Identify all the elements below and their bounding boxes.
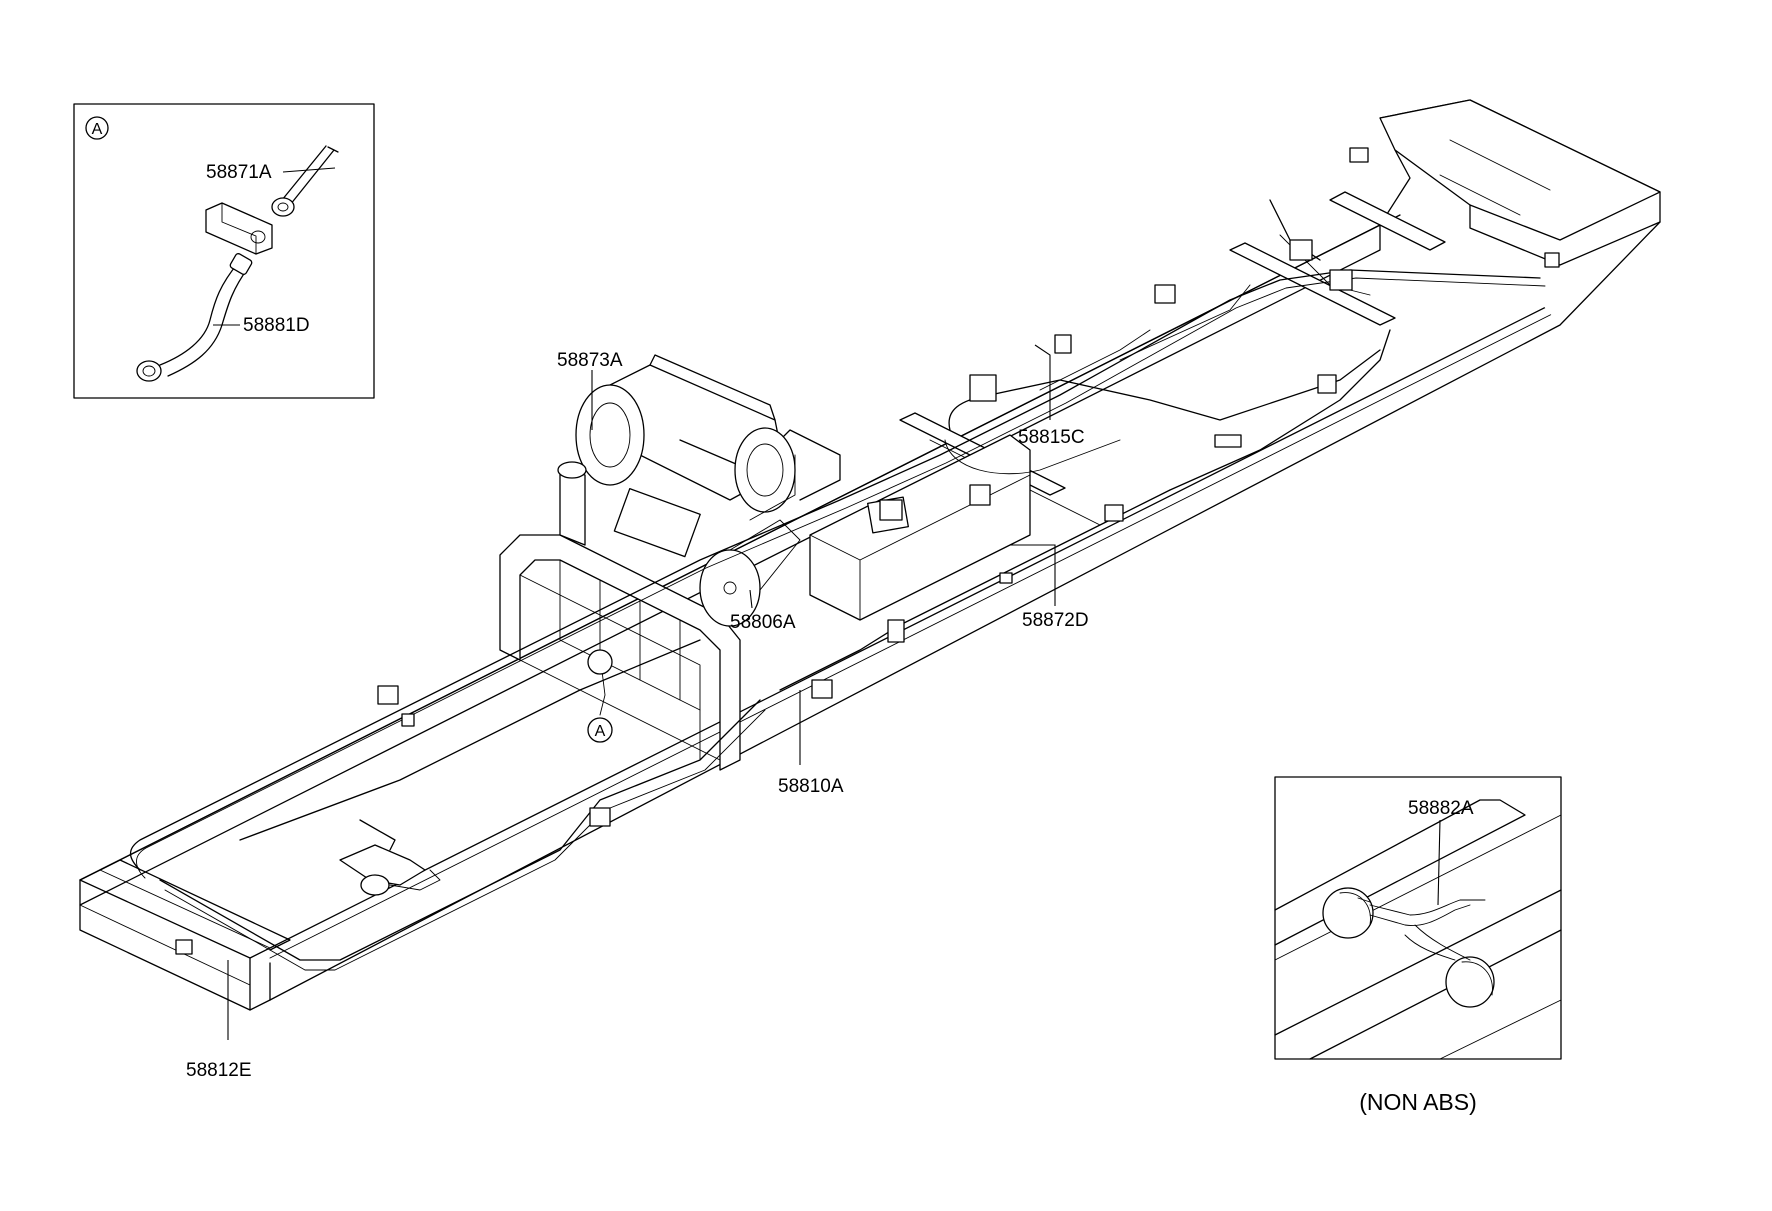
fitting-12 bbox=[1329, 269, 1353, 291]
inset-a-marker-letter: A bbox=[92, 121, 103, 138]
pipe-58871a-drawing bbox=[271, 145, 339, 217]
leader-58872d bbox=[1010, 544, 1056, 606]
label-58872d: 58872D bbox=[1022, 610, 1089, 631]
inset-detail-a: A 58871A 58881D bbox=[73, 103, 375, 399]
frame-a-marker-circle bbox=[587, 717, 613, 743]
pedal-assembly bbox=[339, 819, 441, 896]
inset-non-abs: 58882A bbox=[1274, 776, 1562, 1060]
inset-a-frame bbox=[73, 103, 375, 399]
inset-non-abs-frame bbox=[1274, 776, 1562, 1060]
fitting-11 bbox=[1289, 239, 1313, 261]
label-58815c: 58815C bbox=[1018, 427, 1085, 448]
frame-a-marker-letter: A bbox=[595, 723, 606, 740]
label-58812e: 58812E bbox=[186, 1060, 252, 1081]
frame-detail-a: A bbox=[587, 649, 613, 743]
fitting-10 bbox=[1154, 284, 1176, 304]
fitting-5 bbox=[887, 619, 905, 643]
leader-58806a bbox=[749, 589, 753, 609]
fitting-14 bbox=[1104, 504, 1124, 522]
air-tank-assembly bbox=[557, 354, 841, 627]
label-58882a: 58882A bbox=[1408, 798, 1474, 819]
fitting-7 bbox=[969, 484, 991, 506]
inset-a-marker-circle bbox=[85, 116, 109, 140]
label-58873a: 58873A bbox=[557, 350, 623, 371]
bracket-drawing bbox=[205, 202, 273, 255]
fitting-3 bbox=[589, 807, 611, 827]
label-58806a: 58806A bbox=[730, 612, 796, 633]
fitting-13 bbox=[1317, 374, 1337, 394]
label-58881d: 58881D bbox=[243, 315, 310, 336]
fitting-16 bbox=[1349, 147, 1369, 163]
cab-mount-arch bbox=[499, 534, 741, 771]
sensor-2 bbox=[1445, 956, 1495, 1008]
leader-58871a bbox=[282, 167, 336, 173]
fitting-2 bbox=[401, 713, 415, 727]
leader-58882a bbox=[1437, 819, 1441, 906]
fitting-15 bbox=[1544, 252, 1560, 268]
fitting-1 bbox=[377, 685, 399, 705]
fitting-9 bbox=[1054, 334, 1072, 354]
fitting-4 bbox=[811, 679, 833, 699]
non-abs-caption: (NON ABS) bbox=[1359, 1089, 1477, 1115]
sensor-1 bbox=[1322, 887, 1374, 939]
label-58871a: 58871A bbox=[206, 162, 272, 183]
fitting-18 bbox=[999, 572, 1013, 584]
leader-58815c bbox=[1034, 344, 1051, 420]
label-58810a: 58810A bbox=[778, 776, 844, 797]
fitting-6 bbox=[879, 499, 903, 521]
fittings bbox=[175, 147, 1560, 955]
fitting-19 bbox=[1214, 434, 1242, 448]
fitting-17 bbox=[175, 939, 193, 955]
fitting-8 bbox=[969, 374, 997, 402]
hose-58881d-drawing bbox=[136, 253, 253, 382]
